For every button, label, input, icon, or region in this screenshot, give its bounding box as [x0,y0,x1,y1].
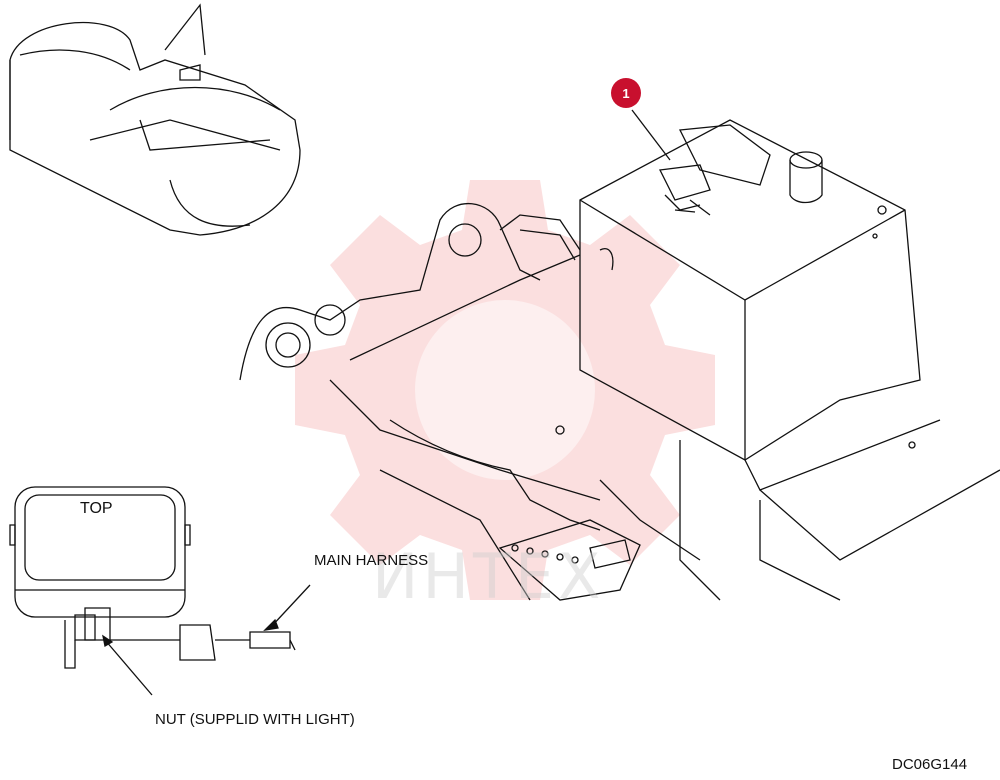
label-top: TOP [80,500,113,517]
machine-body [555,119,1000,601]
step-bracket [498,519,641,601]
cab-seat-inset [9,3,301,236]
main-harness-leader [269,584,311,629]
work-light-detail [9,486,296,669]
watermark-text: ИНТЕХ [372,540,605,613]
label-main-harness: MAIN HARNESS [314,552,429,569]
drawing-code: DC06G144 [892,756,968,773]
label-nut: NUT (SUPPLID WITH LIGHT) [155,711,355,728]
nut-leader [104,639,153,696]
mounted-work-light [659,164,711,216]
callout-1: 1 [611,78,641,108]
callout-leader [631,109,671,161]
boom-structure [239,203,701,601]
